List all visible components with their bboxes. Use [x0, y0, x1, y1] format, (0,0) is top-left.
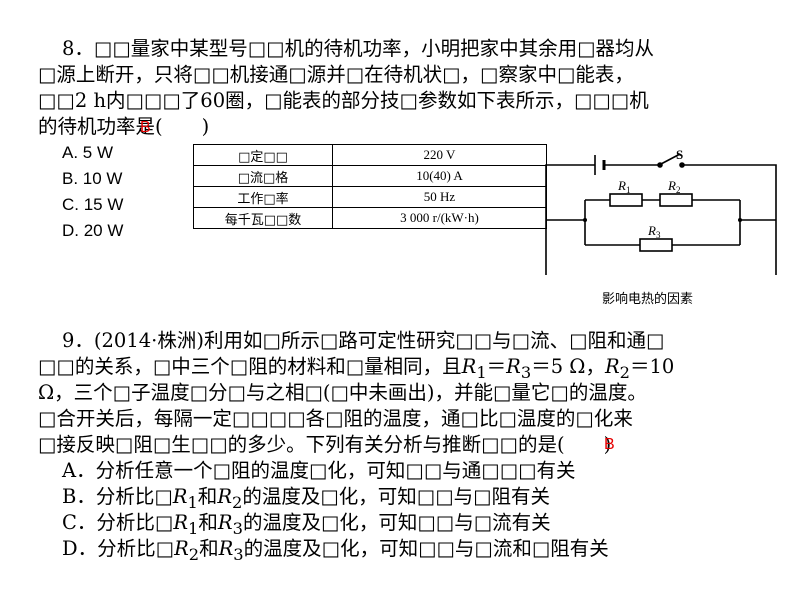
q8-answer-mark: B	[140, 119, 151, 136]
table-row: 工作□率 50 Hz	[193, 186, 547, 208]
spec-key: □定□□	[193, 144, 333, 166]
q9-answer-mark: B	[604, 436, 615, 453]
spec-key: 工作□率	[193, 186, 333, 208]
meter-spec-table: □定□□ 220 V □流□格 10(40) A 工作□率 50 Hz 每千瓦□…	[193, 144, 547, 229]
q8-line-1: 8．□□量家中某型号□□机的待机功率，小明把家中其余用□器均从	[62, 37, 655, 60]
q8-option-c: C. 15 W	[62, 195, 124, 214]
q8-option-a: A. 5 W	[62, 143, 114, 162]
q8-option-b: B. 10 W	[62, 169, 123, 188]
q9-option-b: B．分析比□R1和R2的温度及□化，可知□□与□阻有关	[62, 485, 551, 512]
spec-value: 220 V	[332, 144, 547, 166]
resistor-r3-icon	[639, 238, 673, 252]
q8-option-d: D. 20 W	[62, 221, 124, 240]
spec-value: 10(40) A	[332, 165, 547, 187]
spec-key: 每千瓦□□数	[193, 207, 333, 229]
switch-contact-right	[679, 162, 685, 168]
circuit-diagram: S R1 R2 R3 影响电热的因素	[545, 147, 777, 307]
q8-line-2: □源上断开，只将□□机接通□源并□在待机状□，□察家中□能表，	[38, 63, 634, 86]
q9-option-a: A．分析任意一个□阻的温度□化，可知□□与通□□□有关	[62, 459, 576, 482]
wire-left-top	[545, 164, 595, 275]
spec-value: 50 Hz	[332, 186, 547, 208]
q9-option-d: D．分析比□R2和R3的温度及□化，可知□□与□流和□阻有关	[62, 537, 609, 564]
circuit-caption: 影响电热的因素	[602, 291, 693, 307]
q9-line-3: Ω，三个□子温度□分□与之相□(□中未画出)，并能□量它□的温度。	[38, 381, 647, 404]
q8-line-4: 的待机功率是( )	[38, 115, 210, 138]
q9-line-4: □合开关后，每隔一定□□□□各□阻的温度，通□比□温度的□化来	[38, 407, 633, 430]
table-row: 每千瓦□□数 3 000 r/(kW·h)	[193, 207, 547, 229]
r1-label: R1	[617, 178, 630, 195]
resistor-r2-icon	[659, 193, 693, 207]
q9-line-1: 9．(2014·株洲)利用如□所示□路可定性研究□□与□流、□阻和通□	[62, 329, 665, 352]
wire-right-top	[684, 164, 777, 275]
table-row: □流□格 10(40) A	[193, 165, 547, 187]
table-row: □定□□ 220 V	[193, 144, 547, 166]
q9-option-c: C．分析比□R1和R3的温度及□化，可知□□与□流有关	[62, 511, 551, 538]
spec-value: 3 000 r/(kW·h)	[332, 207, 547, 229]
switch-blade-icon	[660, 153, 681, 165]
q9-line-5: □接反映□阻□生□□的多少。下列有关分析与推断□□的是( )	[38, 433, 612, 456]
r3-label: R3	[647, 223, 661, 240]
resistor-r1-icon	[609, 193, 643, 207]
q9-line-2: □□的关系，□中三个□阻的材料和□量相同，且R1＝R3＝5 Ω，R2＝10	[38, 355, 675, 382]
switch-label: S	[676, 147, 683, 162]
spec-key: □流□格	[193, 165, 333, 187]
q8-line-3: □□2 h内□□□了60圈，□能表的部分技□参数如下表所示，□□□机	[38, 89, 649, 112]
r2-label: R2	[667, 178, 680, 195]
